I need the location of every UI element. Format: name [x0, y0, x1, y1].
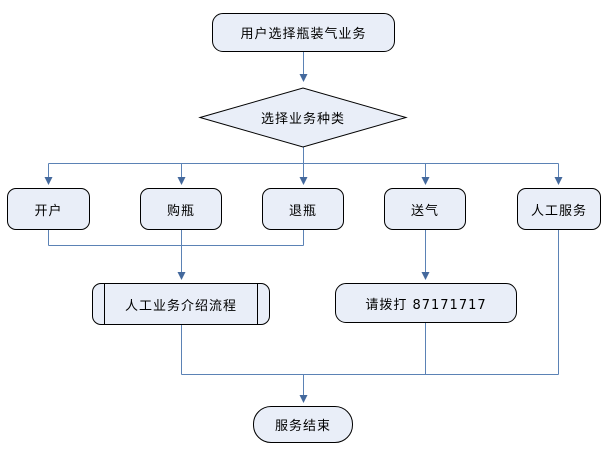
node-return-bottle: 退瓶: [262, 188, 344, 230]
predefined-right-bar: [257, 284, 258, 324]
node-manual-service: 人工服务: [517, 188, 601, 230]
node-intro-process: 人工业务介绍流程: [92, 283, 270, 325]
decision-diamond-shape: [198, 87, 408, 148]
node-deliver-gas: 送气: [384, 188, 466, 230]
node-intro-process-label: 人工业务介绍流程: [124, 298, 237, 314]
node-end-label: 服务结束: [274, 419, 331, 434]
node-decision-label: 选择业务种类: [260, 112, 345, 127]
node-call-number: 请拨打 87171717: [335, 283, 517, 323]
node-open-account: 开户: [7, 188, 90, 230]
node-return-bottle-label: 退瓶: [288, 203, 317, 219]
node-start-label: 用户选择瓶装气业务: [240, 27, 367, 42]
predefined-left-bar: [104, 284, 105, 324]
node-call-number-label: 请拨打 87171717: [365, 297, 487, 313]
node-end-terminator: 服务结束: [253, 406, 353, 443]
node-deliver-gas-label: 送气: [410, 203, 439, 219]
node-buy-bottle: 购瓶: [140, 188, 222, 230]
node-decision: 选择业务种类: [200, 88, 406, 147]
node-start-terminator: 用户选择瓶装气业务: [212, 13, 395, 52]
node-buy-bottle-label: 购瓶: [166, 203, 195, 219]
node-open-account-label: 开户: [34, 203, 63, 219]
node-manual-service-label: 人工服务: [530, 203, 587, 219]
